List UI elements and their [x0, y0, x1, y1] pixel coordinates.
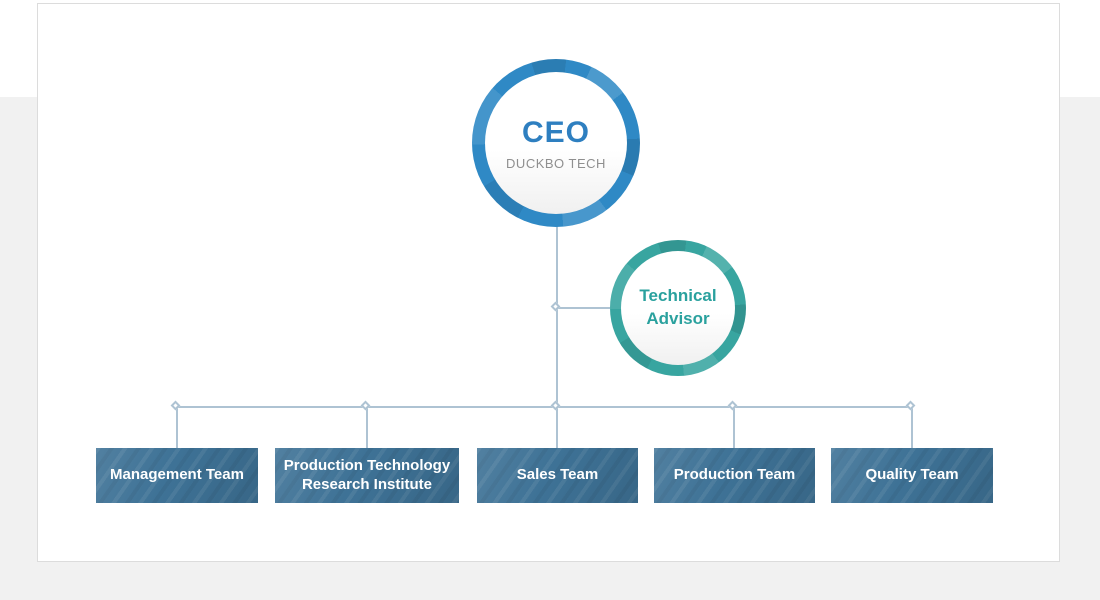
advisor-node-inner: Technical Advisor: [621, 251, 735, 365]
connector-drop-quality: [911, 407, 913, 448]
connector-ceo-vertical: [556, 226, 558, 448]
connector-bus-horizontal: [177, 406, 912, 408]
junction-diamond-research: [360, 400, 370, 410]
team-label: Production Technology Research Institute: [283, 456, 451, 493]
org-chart-panel: CEO DUCKBO TECH Technical Advisor Manage…: [37, 3, 1060, 562]
team-label: Sales Team: [516, 466, 599, 484]
team-box-research-institute: Production Technology Research Institute: [275, 448, 459, 503]
connector-drop-research: [366, 407, 368, 448]
team-label: Production Team: [673, 466, 796, 484]
ceo-node-inner: CEO DUCKBO TECH: [485, 72, 627, 214]
ceo-subtitle: DUCKBO TECH: [506, 155, 606, 171]
team-label: Quality Team: [865, 466, 959, 484]
connector-drop-production: [733, 407, 735, 448]
team-label: Management Team: [110, 466, 244, 484]
team-box-quality: Quality Team: [831, 448, 993, 503]
technical-advisor-node: Technical Advisor: [610, 240, 746, 376]
ceo-node: CEO DUCKBO TECH: [472, 59, 640, 227]
ceo-title: CEO: [521, 115, 590, 149]
junction-diamond-center: [550, 400, 560, 410]
junction-diamond-management: [170, 400, 180, 410]
team-box-management: Management Team: [96, 448, 258, 503]
connector-advisor-branch: [557, 307, 610, 309]
junction-diamond-production: [727, 400, 737, 410]
connector-drop-management: [176, 407, 178, 448]
team-box-production: Production Team: [654, 448, 815, 503]
team-box-sales: Sales Team: [477, 448, 638, 503]
advisor-label: Technical Advisor: [639, 286, 717, 328]
junction-diamond-advisor: [550, 301, 560, 311]
junction-diamond-quality: [905, 400, 915, 410]
